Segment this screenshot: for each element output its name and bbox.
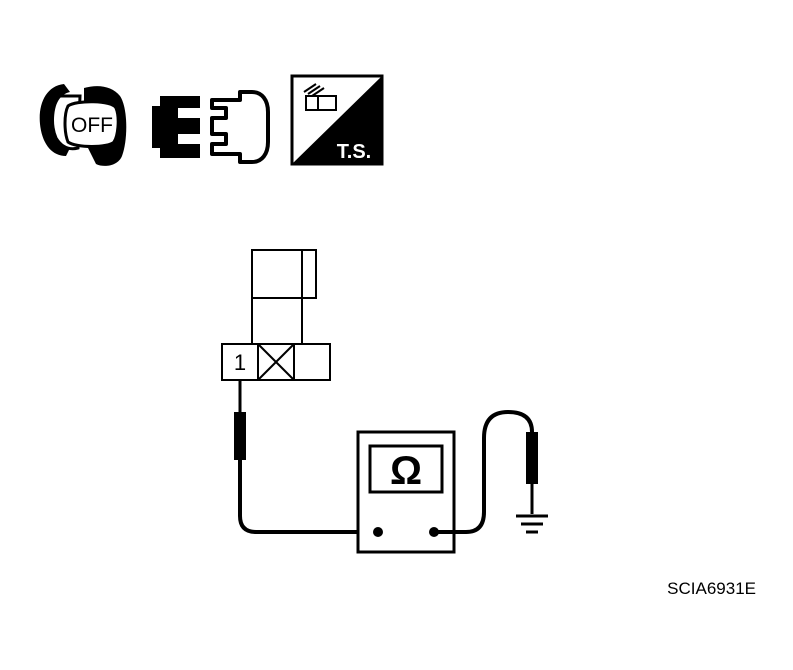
test-service-icon: T.S. [290,74,384,166]
probe-tip-positive [234,412,246,460]
connector-top-block [251,249,303,299]
probe-lead-ground [434,409,538,534]
probe-tip-ground [526,432,538,484]
connector-latch [301,249,317,299]
terminal-3-cell [293,343,331,381]
ignition-off-label: OFF [71,114,113,137]
harness-connector [221,249,331,381]
meter-terminal-left [373,527,383,537]
terminal-number-label: 1 [234,350,246,375]
connector-body [251,297,303,345]
ts-label: T.S. [337,141,371,163]
ignition-key-icon: OFF [39,84,127,166]
ohm-symbol: Ω [390,449,422,493]
meter-display [368,444,444,494]
ground-symbol [516,514,548,534]
disconnect-connector-icon [152,90,270,164]
probe-lead-positive [234,380,378,534]
figure-id-label: SCIA6931E [667,579,756,598]
